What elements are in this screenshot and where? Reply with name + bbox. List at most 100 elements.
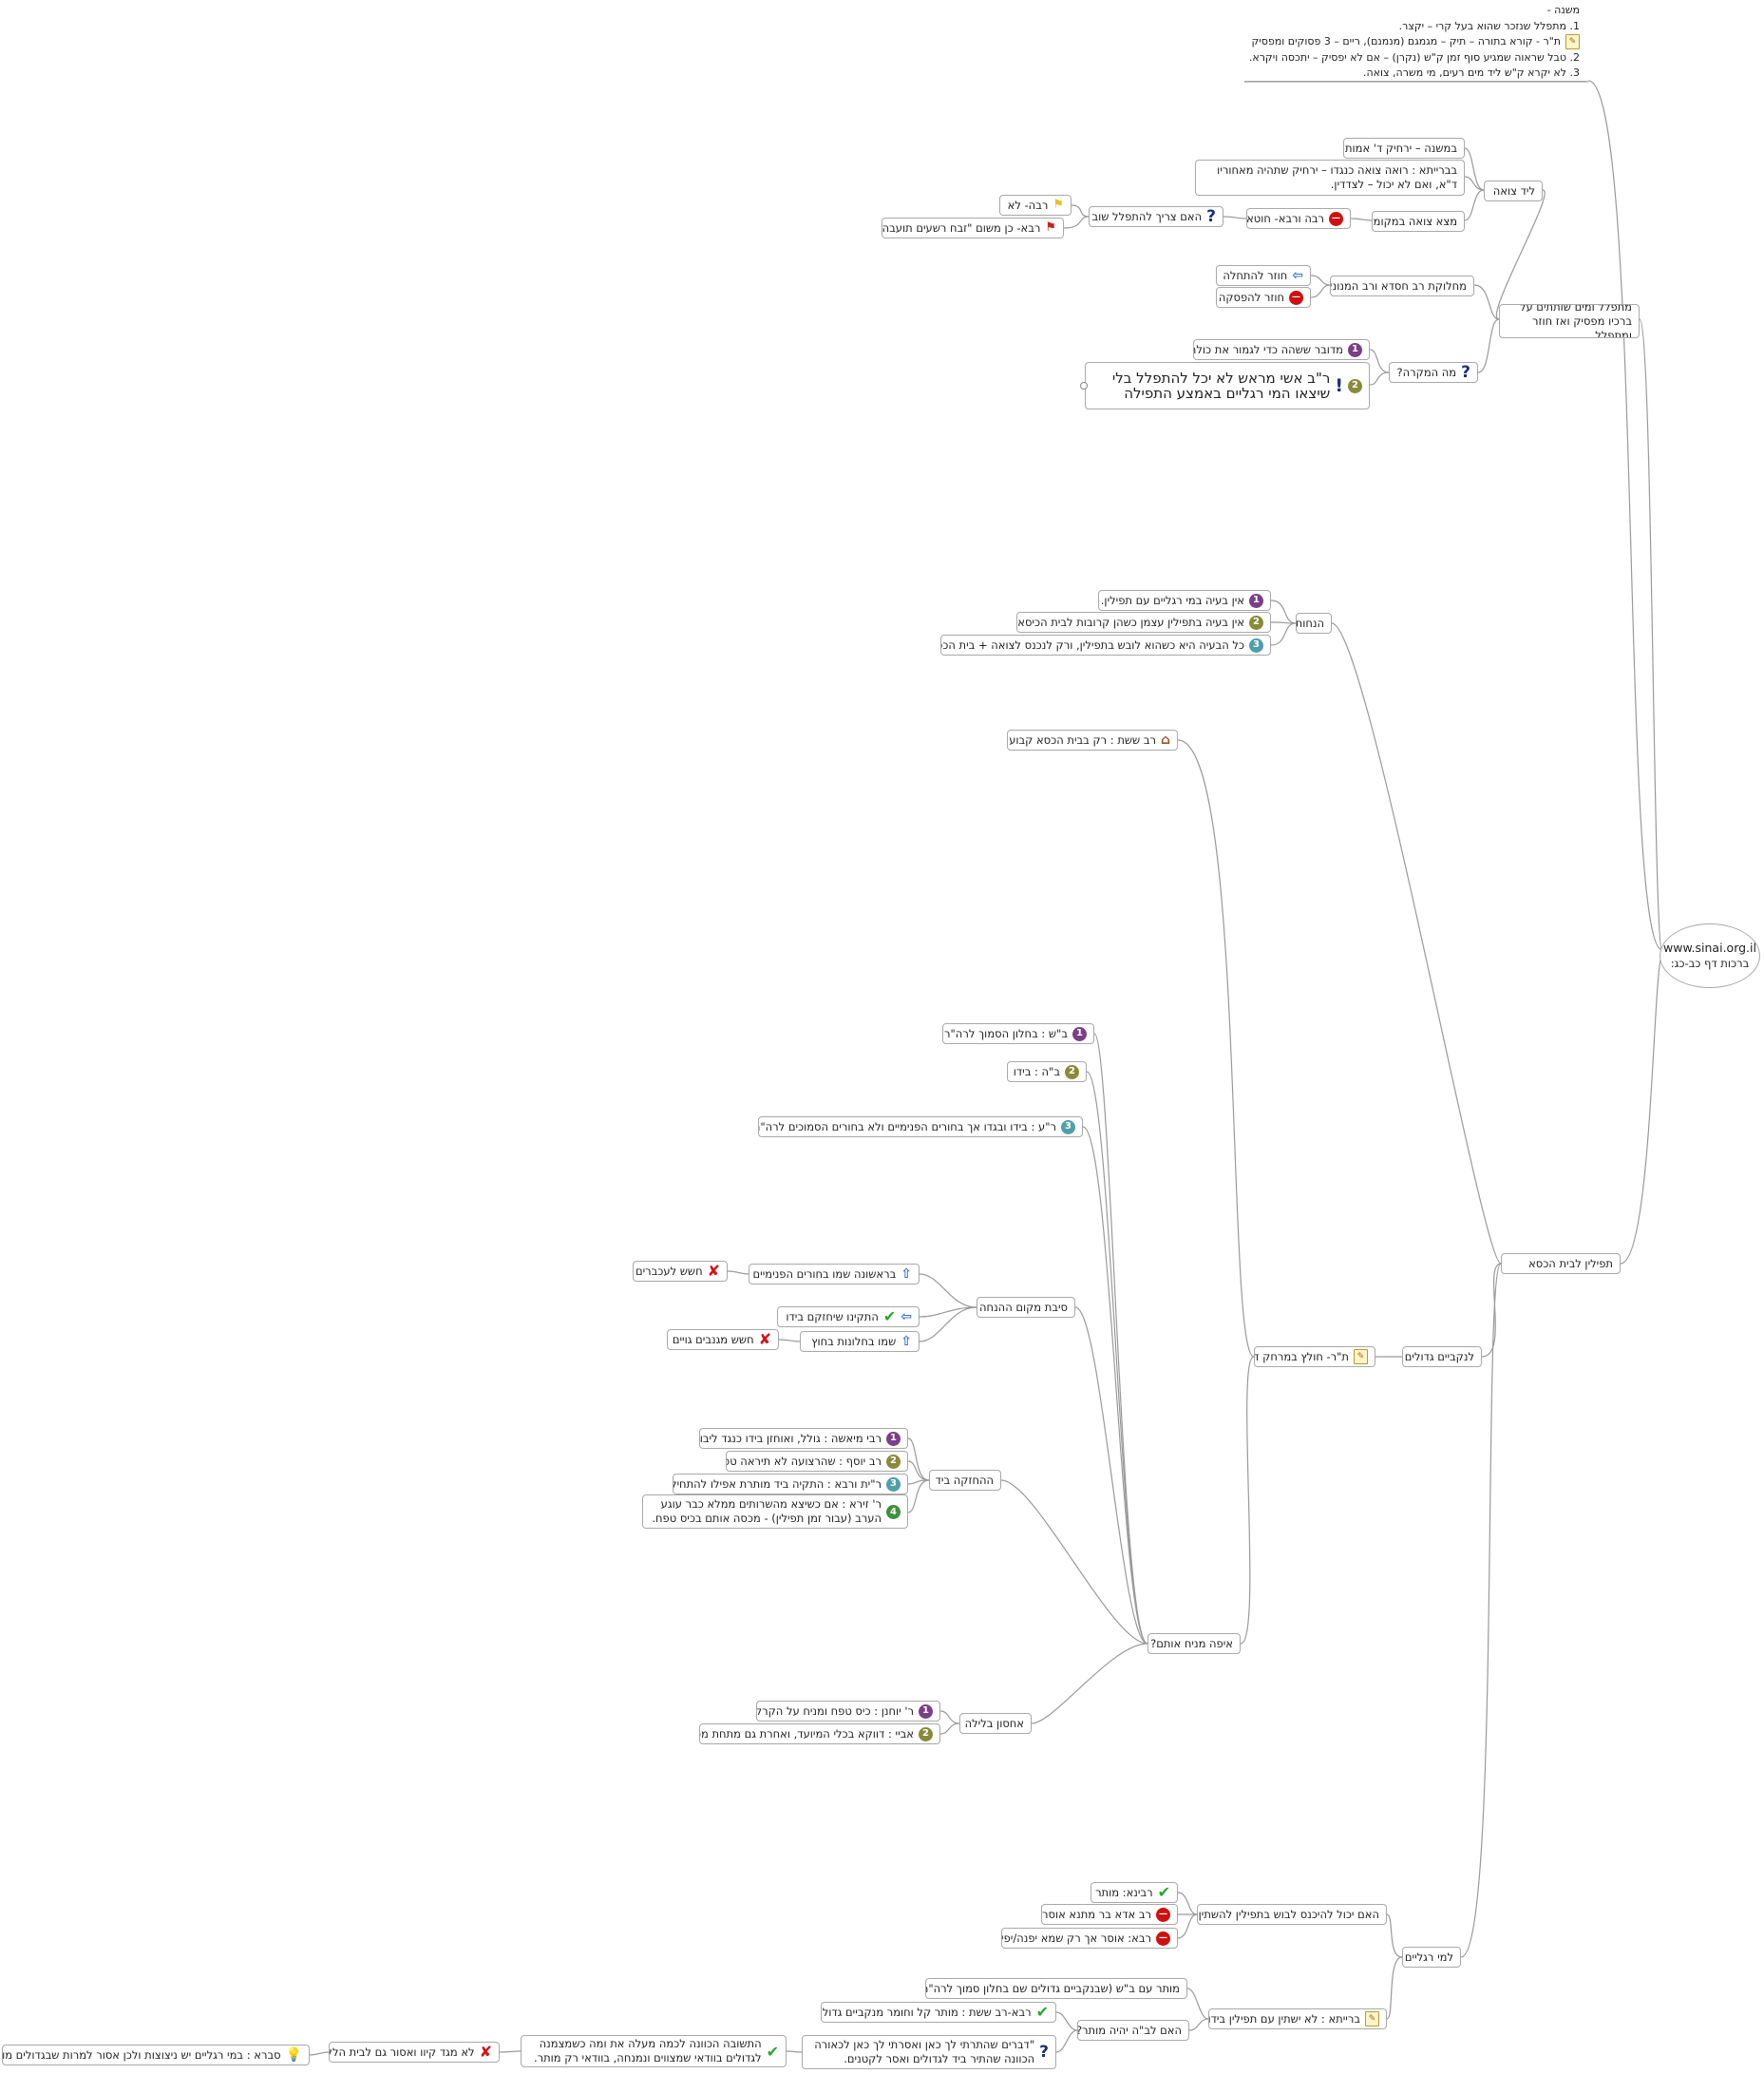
node-lo-mutar[interactable]: ✘לא מגד קיוו ואסור גם לבית הלל <box>329 2042 500 2063</box>
edge-b1-leid <box>1495 189 1546 320</box>
edge-devarim-hatshuva <box>786 2050 803 2053</box>
number-1-icon: 1 <box>1348 342 1362 357</box>
stop-icon: — <box>1289 290 1303 305</box>
node-sibat-makom[interactable]: סיבת מקום ההנחה <box>977 1297 1075 1318</box>
red-flag-icon: ⚑ <box>1045 220 1056 235</box>
edge-ktanim-braita <box>1386 1956 1403 2020</box>
node-yachol[interactable]: האם יכול להיכנס לבוש בתפילין להשתין? <box>1197 1904 1387 1925</box>
edge-eifo-sibat <box>1074 1306 1148 1645</box>
edge-eifo-achsun <box>1031 1643 1148 1724</box>
node-rav-sheshet[interactable]: ⌂רב ששת : רק בבית הכסא קבוע <box>1007 730 1178 751</box>
edge-needs-rabbah <box>1071 204 1090 218</box>
node-tanir-choletz[interactable]: ✎ת"ר- חולץ במרחק ד"א. <box>1254 1346 1375 1367</box>
node-chozer-hatchala[interactable]: ⇦חוזר להתחלה <box>1216 265 1311 286</box>
node-rava-rs[interactable]: ✔רבא-רב ששת : מותר קל וחומר מנקביים גדול… <box>821 2002 1056 2023</box>
lightbulb-icon: 💡 <box>285 2047 302 2063</box>
number-2-icon: 2 <box>1249 615 1263 630</box>
node-achsun[interactable]: אחסון בלילה <box>959 1713 1032 1734</box>
node-hachzaka[interactable]: ההחזקה ביד <box>929 1470 1001 1491</box>
edge-b1-ma <box>1477 318 1500 373</box>
node-mishna-rachek[interactable]: במשנה – ירחיק ד' אמות <box>1343 138 1465 159</box>
arrow-left-icon: ⇦ <box>901 1309 912 1324</box>
node-rava-yes[interactable]: ⚑רבא- כן משום "זבח רשעים תועבה" <box>882 218 1064 238</box>
node-gdolim[interactable]: לנקביים גדולים <box>1402 1346 1482 1367</box>
number-3-icon: 3 <box>1061 1119 1075 1134</box>
node-hatshuva[interactable]: ✔התשובה הכוונה לכמה מעלה את ומה כשמצמנה … <box>521 2035 787 2067</box>
node-devarim[interactable]: ?"דברים שהתרתי לך כאן ואסרתי לך כאן לכאו… <box>802 2035 1056 2069</box>
edge-root-b1 <box>1639 318 1663 954</box>
edge-leid-matza <box>1464 189 1485 221</box>
branch-mitpalel[interactable]: מתפלל ומים שותתים על ברכיו מפסיק ואז חוז… <box>1499 304 1640 338</box>
root-node[interactable]: www.sinai.org.il ברכות דף כב-כג: <box>1660 923 1760 988</box>
memo-icon: ✎ <box>1354 1349 1368 1364</box>
edge-braita-haim <box>1188 2018 1209 2031</box>
edge-hachzaka-c4 <box>907 1479 930 1513</box>
node-raba-rava[interactable]: —רבה ורבא- חוטא. <box>1246 208 1351 229</box>
node-matza-tzoa[interactable]: מצא צואה במקומו <box>1372 211 1465 232</box>
number-1-icon: 1 <box>919 1703 933 1719</box>
edge-root-b2 <box>1620 955 1663 1265</box>
edge-hachzaka-c2 <box>907 1460 930 1481</box>
edge-sibat-s1 <box>919 1273 977 1308</box>
node-ma-hamikre[interactable]: ?מה המקרה? <box>1389 362 1478 383</box>
edge-eifo-hachzaka <box>1000 1479 1148 1645</box>
number-2-icon: 2 <box>886 1454 901 1469</box>
edge-b2-ktanim <box>1460 1263 1502 1958</box>
number-2-icon: 2 <box>1348 378 1362 393</box>
number-1-icon: 1 <box>886 1431 901 1446</box>
edge-hanchot-h3 <box>1270 622 1297 646</box>
edge-hanchot-h1 <box>1270 599 1297 624</box>
node-svara[interactable]: 💡סברא : במי רגליים יש ניצוצות ולכן אסור … <box>2 2045 310 2065</box>
cross-icon: ✘ <box>479 2043 492 2061</box>
node-needs-repray[interactable]: ?האם צריך להתפלל שוב <box>1089 206 1223 227</box>
edge-tanir-ravsheshet <box>1177 739 1255 1358</box>
number-1-icon: 1 <box>1072 1026 1087 1041</box>
node-sibat-1-reason[interactable]: ✘חשש לעכברים <box>633 1261 728 1282</box>
node-rav-ada[interactable]: —רב אדא בר מתנא אוסר <box>1041 1904 1178 1925</box>
node-leid-tzoa[interactable]: ליד צואה <box>1484 181 1543 201</box>
node-mutar-bs[interactable]: מותר עם ב"ש (שבנקביים גדולים שם בחלון סמ… <box>925 1978 1187 1999</box>
arrow-up-icon: ⇧ <box>901 1266 912 1282</box>
collapse-handle[interactable] <box>1080 382 1088 390</box>
edge-b1-machloket <box>1473 284 1500 320</box>
edge-matza-raba <box>1350 218 1373 221</box>
edge-ma-m2 <box>1369 371 1390 386</box>
node-hanchot[interactable]: הנחות <box>1296 613 1332 634</box>
node-rava-oser[interactable]: —רבא: אוסר אך רק שמא יפנה/יפיח <box>1001 1928 1178 1949</box>
node-sibat-3[interactable]: ⇧שמו בחלונות בחוץ <box>800 1331 920 1352</box>
node-eifo-maniach[interactable]: איפה מניח אותם? <box>1148 1633 1241 1654</box>
node-chozer-hefsek[interactable]: —חוזר להפסקה <box>1216 287 1311 308</box>
node-sibat-1[interactable]: ⇧בראשונה שמו בחורים הפנימיים <box>749 1264 920 1284</box>
node-rabbah-no[interactable]: ⚑רבה- לא <box>999 195 1072 216</box>
node-ravina-mutar[interactable]: ✔רבינא: מותר <box>1091 1882 1178 1903</box>
node-machloket[interactable]: מחלוקת רב חסדא ורב המנונא. <box>1330 276 1474 296</box>
node-ktanim[interactable]: למי רגליים <box>1402 1947 1461 1968</box>
node-braita-lo-yashtin[interactable]: ✎ברייתא : לא ישתין עם תפילין בידו <box>1208 2008 1387 2029</box>
node-braita-tzoa[interactable]: בברייתא : רואה צואה כנגדו – ירחיק שתהיה … <box>1195 160 1465 196</box>
branch-tefilin[interactable]: תפילין לבית הכסא <box>1501 1253 1621 1274</box>
no-entry-icon: — <box>1329 211 1343 226</box>
node-sibat-3-reason[interactable]: ✘חשש מגנבים גויים <box>667 1329 779 1350</box>
edge-hachzaka-c1 <box>907 1437 930 1481</box>
number-2-icon: 2 <box>919 1726 933 1741</box>
node-rav-ashi[interactable]: 2!ר"ב אשי מראש לא יכל להתפלל בלי שיצאו ה… <box>1085 362 1370 409</box>
node-sibat-2[interactable]: ⇦✔התקינו שיחזקם בידו <box>777 1306 920 1327</box>
edge-b2-gdolim <box>1481 1263 1502 1358</box>
house-icon: ⌂ <box>1160 733 1170 748</box>
node-haim-bh[interactable]: האם לב"ה יהיה מותר? <box>1077 2020 1189 2041</box>
mishna-line-4: 3. לא יקרא ק"ש ליד מים רעים, מי משרה, צו… <box>1244 65 1586 82</box>
